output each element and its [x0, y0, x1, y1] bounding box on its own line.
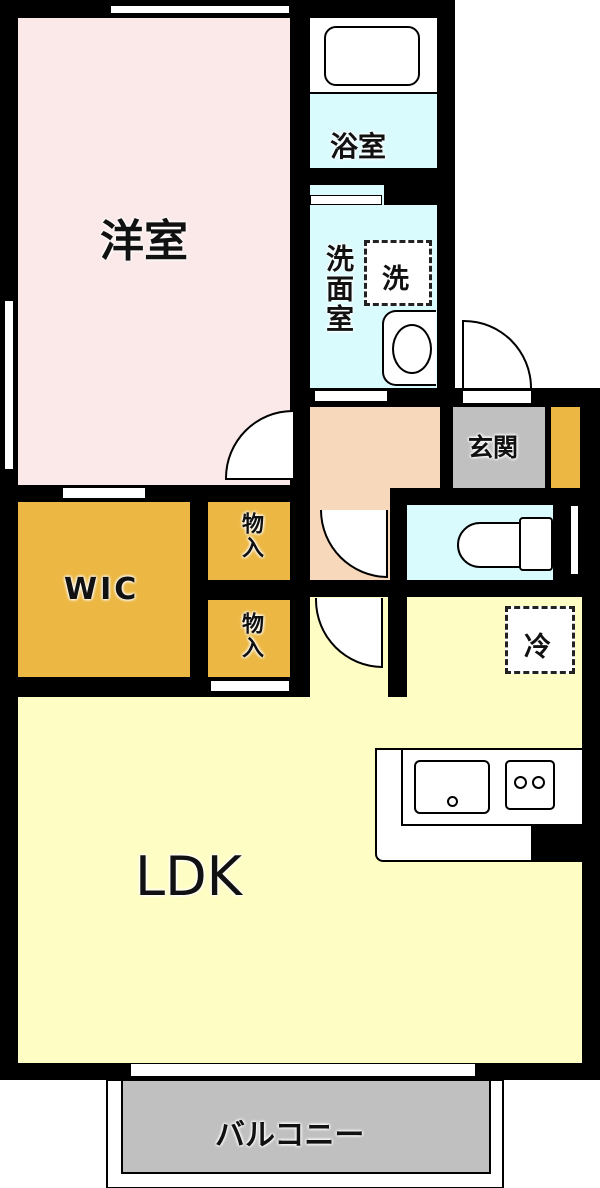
ldk-label: LDK: [135, 845, 243, 908]
wic-room: [18, 502, 190, 677]
kitchen-counter: [375, 748, 586, 862]
window-left: [4, 300, 14, 470]
storage-1: [208, 502, 290, 580]
door-washroom[interactable]: [314, 390, 388, 402]
door-entrance[interactable]: [462, 390, 532, 404]
sink-icon: [414, 760, 490, 814]
western-room: [18, 18, 290, 485]
bathtub: [310, 18, 437, 92]
western-room-label: 洋室: [100, 216, 188, 267]
bath-label: 浴室: [330, 130, 387, 163]
storage-2-label: 物入: [238, 612, 263, 660]
bathroom: [310, 94, 437, 168]
window-ldk: [130, 1063, 476, 1077]
door-storage[interactable]: [210, 680, 290, 692]
storage-2: [208, 600, 290, 677]
door-bath[interactable]: [310, 195, 382, 205]
fridge-label: 冷: [524, 632, 551, 663]
wic-label: WIC: [64, 572, 140, 607]
entrance-label: 玄関: [468, 433, 519, 462]
washbasin-icon: [382, 310, 436, 386]
storage-1-label: 物入: [238, 512, 263, 560]
western-door-swing: [225, 410, 293, 480]
toilet-room: [407, 505, 553, 580]
shoe-cabinet: [551, 407, 580, 488]
fridge-space: 冷: [505, 606, 575, 674]
washer-space: 洗: [364, 240, 432, 306]
door-toilet[interactable]: [570, 505, 579, 575]
washroom-label: 洗面室: [322, 244, 355, 334]
balcony-label: バルコニー: [215, 1118, 365, 1153]
stove-icon: [505, 760, 555, 810]
washer-label: 洗: [382, 264, 409, 295]
door-western[interactable]: [62, 487, 146, 499]
entrance-room: [453, 407, 545, 488]
window-top: [110, 5, 290, 14]
hallway: [310, 407, 440, 488]
